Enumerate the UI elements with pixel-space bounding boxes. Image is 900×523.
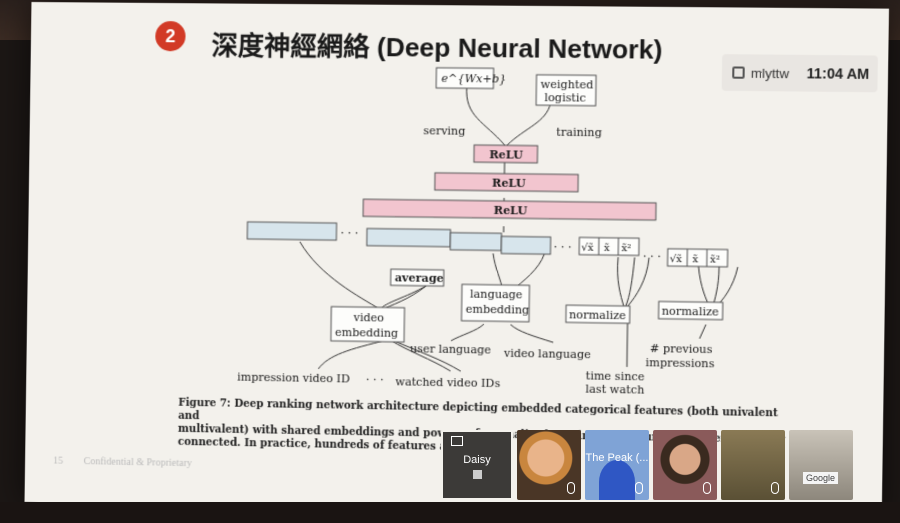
- normalize-label-2: normalize: [662, 305, 719, 319]
- time-since-line1: time since: [586, 369, 645, 383]
- participant-name: Daisy: [463, 454, 491, 466]
- weighted-logistic-line1: weighted: [540, 78, 593, 92]
- participant-tile[interactable]: [517, 430, 581, 500]
- dots-3: · · ·: [643, 250, 661, 263]
- participant-tile-daisy[interactable]: Daisy: [441, 430, 513, 500]
- mic-off-icon: [567, 482, 575, 494]
- time-since-line2: last watch: [585, 382, 644, 396]
- participant-tile-the-peak[interactable]: The Peak (...: [585, 430, 649, 500]
- participant-tile[interactable]: [721, 430, 785, 500]
- output-box-serving: e^{Wx+b}: [441, 72, 506, 86]
- feature-x-2: x̃: [692, 254, 698, 265]
- previous-impressions-line1: # previous: [650, 342, 713, 356]
- mic-off-icon: [635, 482, 643, 494]
- feature-x-1: x̃: [604, 243, 610, 254]
- mic-off-icon: [703, 482, 711, 494]
- participant-name: The Peak (...: [585, 452, 649, 464]
- language-embedding-line1: language: [470, 287, 523, 301]
- watched-video-ids-label: watched video IDs: [395, 375, 500, 390]
- participant-strip: Daisy The Peak (... Google: [441, 430, 853, 502]
- feature-sq-1: x̃²: [621, 243, 631, 254]
- presentation-slide: 2 深度神經網絡 (Deep Neural Network) mlyttw 11…: [24, 2, 889, 520]
- relu-label-3: ReLU: [494, 204, 528, 218]
- footer-page-number: 15: [53, 455, 64, 467]
- avatar: [599, 460, 635, 500]
- footer-confidential: Confidential & Proprietary: [83, 456, 192, 470]
- feature-sq-2: x̃²: [710, 254, 720, 265]
- language-embedding-line2: embedding: [466, 303, 530, 317]
- relu-label-1: ReLU: [489, 148, 523, 162]
- slide-footer: 15 Confidential & Proprietary: [53, 455, 192, 469]
- weighted-logistic-line2: logistic: [544, 91, 586, 105]
- relu-label-2: ReLU: [492, 177, 526, 191]
- room-floor: [0, 502, 900, 523]
- serving-label: serving: [423, 124, 465, 138]
- screen-share-icon: [473, 470, 482, 479]
- present-icon: [451, 436, 463, 446]
- video-language-label: video language: [503, 347, 591, 362]
- normalize-label-1: normalize: [569, 308, 626, 322]
- feature-sqrt-2: √x̃: [670, 254, 683, 265]
- dots-2: · · ·: [554, 241, 572, 254]
- previous-impressions-line2: impressions: [645, 356, 715, 370]
- dots-4: · · ·: [366, 374, 384, 387]
- impression-video-id-label: impression video ID: [237, 371, 350, 386]
- average-label: average: [395, 271, 444, 285]
- video-embedding-line2: embedding: [335, 326, 398, 340]
- google-logo: Google: [803, 472, 839, 484]
- training-label: training: [556, 126, 602, 140]
- neural-network-diagram: e^{Wx+b} serving weighted logistic train…: [237, 2, 889, 397]
- mic-off-icon: [771, 482, 779, 494]
- dots-1: · · ·: [340, 227, 358, 240]
- video-embedding-line1: video: [352, 311, 384, 325]
- participant-tile-google[interactable]: Google: [789, 430, 853, 500]
- feature-sqrt-1: √x̃: [581, 242, 594, 253]
- participant-tile[interactable]: [653, 430, 717, 500]
- user-language-label: user language: [410, 342, 491, 356]
